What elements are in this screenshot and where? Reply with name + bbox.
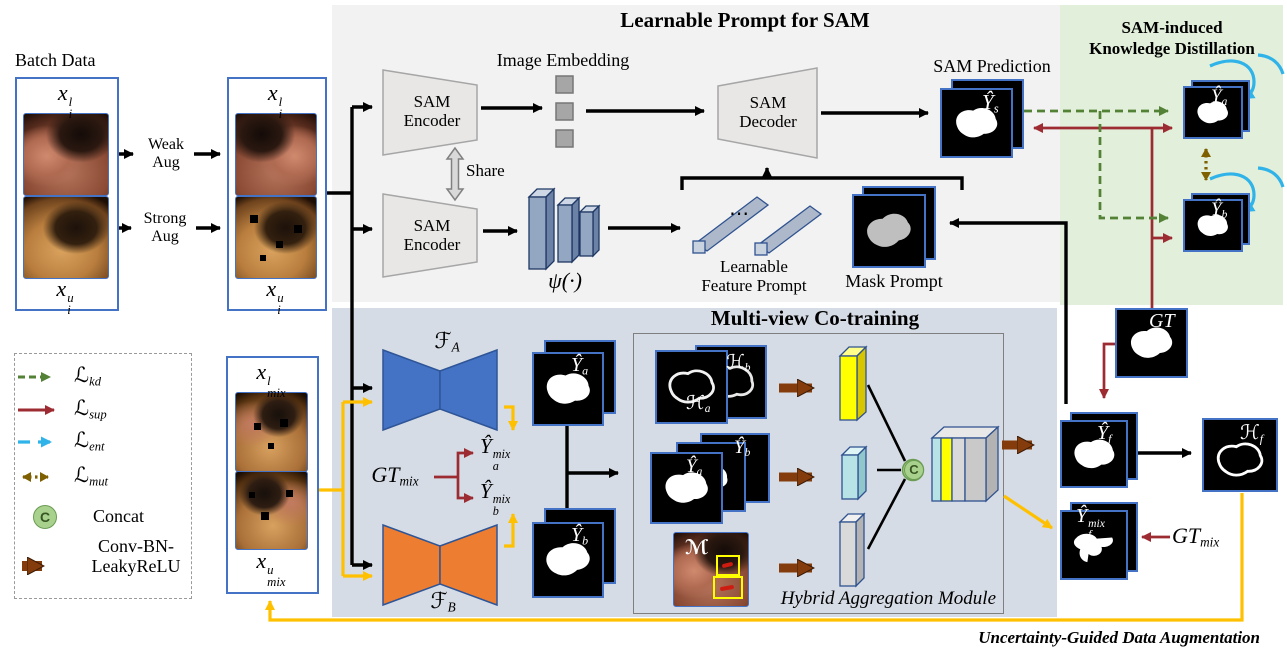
mixed-labeled-image [235, 392, 308, 472]
weak-augmented-image [235, 113, 317, 196]
ham-label: Hybrid Aggregation Module [780, 588, 996, 609]
legend-conv-label: Conv-BN-LeakyReLU [91, 536, 181, 577]
mixed-unlabeled-image [235, 471, 308, 550]
gt-label: GT [1149, 310, 1175, 332]
hb-label: ℋb [726, 352, 751, 375]
yf-mask [1060, 420, 1128, 488]
legend-sup-label: ℒsup [74, 396, 107, 422]
psi-label: ψ(·) [548, 268, 582, 293]
cutout-patch [254, 423, 261, 430]
kd-title-line1: SAM-induced [1121, 18, 1223, 37]
labeled-image [23, 113, 109, 196]
gtmix-label: GTmix [371, 462, 419, 489]
cutout-patch [280, 419, 288, 427]
weak-aug-label: Weak Aug [147, 136, 185, 171]
legend-concat-icon: C [33, 505, 57, 529]
legend-ent-label: ℒent [74, 428, 105, 454]
feature-prompt-label-line1: Learnable [720, 257, 788, 276]
cotrain-ya-label: Ŷa [571, 354, 589, 378]
legend-mut-label: ℒmut [74, 463, 109, 489]
cotrain-yb-mask [532, 522, 604, 598]
gtmix-right-label: GTmix [1172, 523, 1220, 550]
m-label: ℳ [685, 537, 709, 559]
ham-yb-label: Ŷb [734, 437, 751, 460]
image-embedding-label: Image Embedding [496, 50, 630, 70]
feature-prompt-label: Learnable Feature Prompt [695, 257, 813, 295]
hf-label: ℋf [1240, 422, 1264, 446]
unlabeled-image [23, 196, 109, 279]
strong-augmented-image [235, 196, 317, 279]
ha-label: ℋa [686, 393, 711, 416]
ham-ya-label: Ŷa [686, 456, 703, 479]
cutout-patch [286, 490, 293, 497]
sam-decoder-label: SAM Decoder [739, 93, 797, 132]
cotraining-title: Multi-view Co-training [710, 306, 920, 330]
ys-label: Ŷs [982, 90, 999, 116]
cotrain-ya-mask [532, 352, 604, 426]
feature-prompt-label-line2: Feature Prompt [701, 276, 807, 296]
batch-data-label: Batch Data [15, 50, 96, 70]
cutout-patch [268, 443, 274, 449]
cutout-patch [260, 255, 266, 261]
cutout-patch [261, 512, 269, 520]
cutout-patch [276, 241, 283, 248]
mask-prompt-image [852, 194, 926, 268]
heatmap-ha [655, 350, 728, 424]
concat-node-label: C [904, 460, 924, 480]
kd-title-line2: Knowledge Distillation [1089, 39, 1255, 59]
gt-to-yf [1099, 342, 1115, 399]
share-label: Share [466, 161, 505, 180]
feature-prompt-dots: ⋯ [729, 203, 749, 225]
cutout-patch [250, 215, 258, 223]
legend-concat-label: Concat [93, 506, 144, 526]
model-a-label: ℱA [434, 328, 460, 355]
uncertainty-region-box [716, 555, 740, 576]
cutout-patch [249, 492, 255, 498]
sam-encoder-top-label: SAM Encoder [403, 92, 461, 131]
learnable-prompt-title: Learnable Prompt for SAM [620, 8, 870, 32]
model-b-label: ℱB [430, 588, 456, 615]
uncertainty-label: Uncertainty-Guided Data Augmentation [978, 628, 1260, 647]
knowledge-distillation-section [1060, 5, 1283, 305]
sam-prediction-mask [940, 88, 1013, 158]
strong-aug-label: Strong Aug [143, 210, 187, 245]
kd-yb-label: Ŷb [1211, 199, 1228, 222]
cotrain-yb-label: Ŷb [571, 524, 589, 548]
yf-label: Ŷf [1097, 422, 1112, 446]
sam-prediction-label: SAM Prediction [933, 56, 1051, 76]
gt-mask [1115, 308, 1188, 378]
sam-encoder-bottom-label: SAM Encoder [403, 216, 461, 255]
cutout-patch [294, 225, 302, 233]
hf-heatmap [1202, 418, 1278, 492]
legend-kd-label: ℒkd [74, 363, 102, 389]
uncertainty-mark [721, 561, 734, 569]
kd-ya-label: Ŷa [1211, 86, 1228, 109]
kd-title: SAM-induced Knowledge Distillation [1064, 17, 1280, 60]
mask-prompt-label: Mask Prompt [845, 271, 943, 291]
